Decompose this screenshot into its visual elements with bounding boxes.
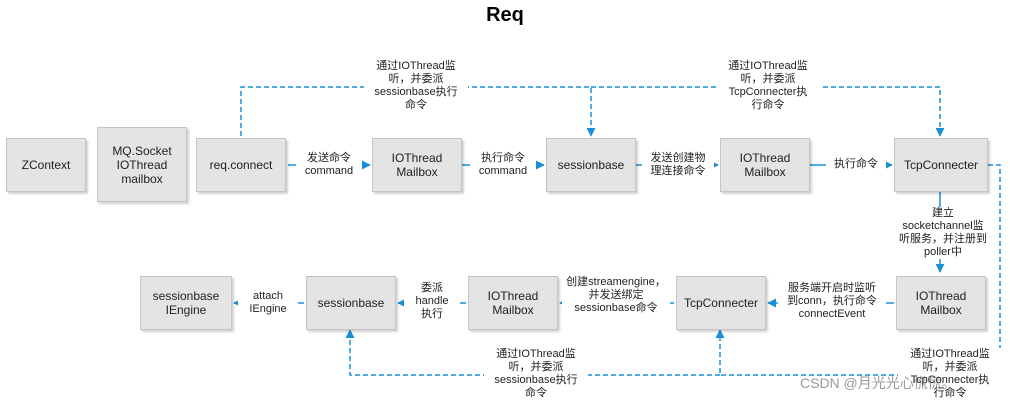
- sessionbase-iengine-box: sessionbase IEngine: [140, 276, 232, 330]
- tcpconnecter-bottom-box: TcpConnecter: [676, 276, 766, 330]
- label-exec-command-2: 执行命令: [826, 158, 886, 171]
- label-delegate-handle: 委派 handle 执行: [404, 282, 460, 321]
- diagram-title: Req: [486, 4, 524, 26]
- label-bottom-dashed-right: 通过IOThread监 听，并委派 TcpConnecter执 行命令: [898, 348, 1002, 400]
- label-send-create-connect: 发送创建物 理连接命令: [642, 152, 714, 178]
- label-send-command: 发送命令 command: [296, 152, 362, 178]
- req-connect-box: req.connect: [196, 138, 286, 192]
- sessionbase-bottom-box: sessionbase: [306, 276, 396, 330]
- iothread-mailbox-2-box: IOThread Mailbox: [720, 138, 810, 192]
- label-create-socketchannel: 建立 socketchannel监 听服务，并注册到 poller中: [895, 207, 991, 259]
- iothread-mailbox-3-box: IOThread Mailbox: [896, 276, 986, 330]
- label-exec-command-1: 执行命令 command: [470, 152, 536, 178]
- dashed-bottom-left: [345, 329, 720, 376]
- label-top-dashed-right: 通过IOThread监 听，并委派 TcpConnecter执 行命令: [716, 60, 820, 112]
- zcontext-box: ZContext: [6, 138, 86, 192]
- dashed-top-right: [591, 86, 945, 137]
- iothread-mailbox-4-box: IOThread Mailbox: [468, 276, 558, 330]
- tcpconnecter-top-box: TcpConnecter: [894, 138, 988, 192]
- label-attach-iengine: attach IEngine: [238, 290, 298, 316]
- iothread-mailbox-1-box: IOThread Mailbox: [372, 138, 462, 192]
- label-top-dashed-left: 通过IOThread监 听，并委派 sessionbase执行 命令: [364, 60, 468, 112]
- sessionbase-top-box: sessionbase: [546, 138, 636, 192]
- csdn-watermark: CSDN @月光光心慌慌。: [800, 375, 956, 391]
- dashed-bottom-right: [715, 164, 1001, 376]
- label-create-streamengine: 创建streamengine， 并发送绑定 sessionbase命令: [562, 276, 670, 315]
- mq-socket-box: MQ.Socket IOThread mailbox: [97, 127, 187, 202]
- label-server-listen: 服务端开启时监听 到conn，执行命令 connectEvent: [778, 282, 886, 321]
- label-bottom-dashed-left: 通过IOThread监 听，并委派 sessionbase执行 命令: [484, 348, 588, 400]
